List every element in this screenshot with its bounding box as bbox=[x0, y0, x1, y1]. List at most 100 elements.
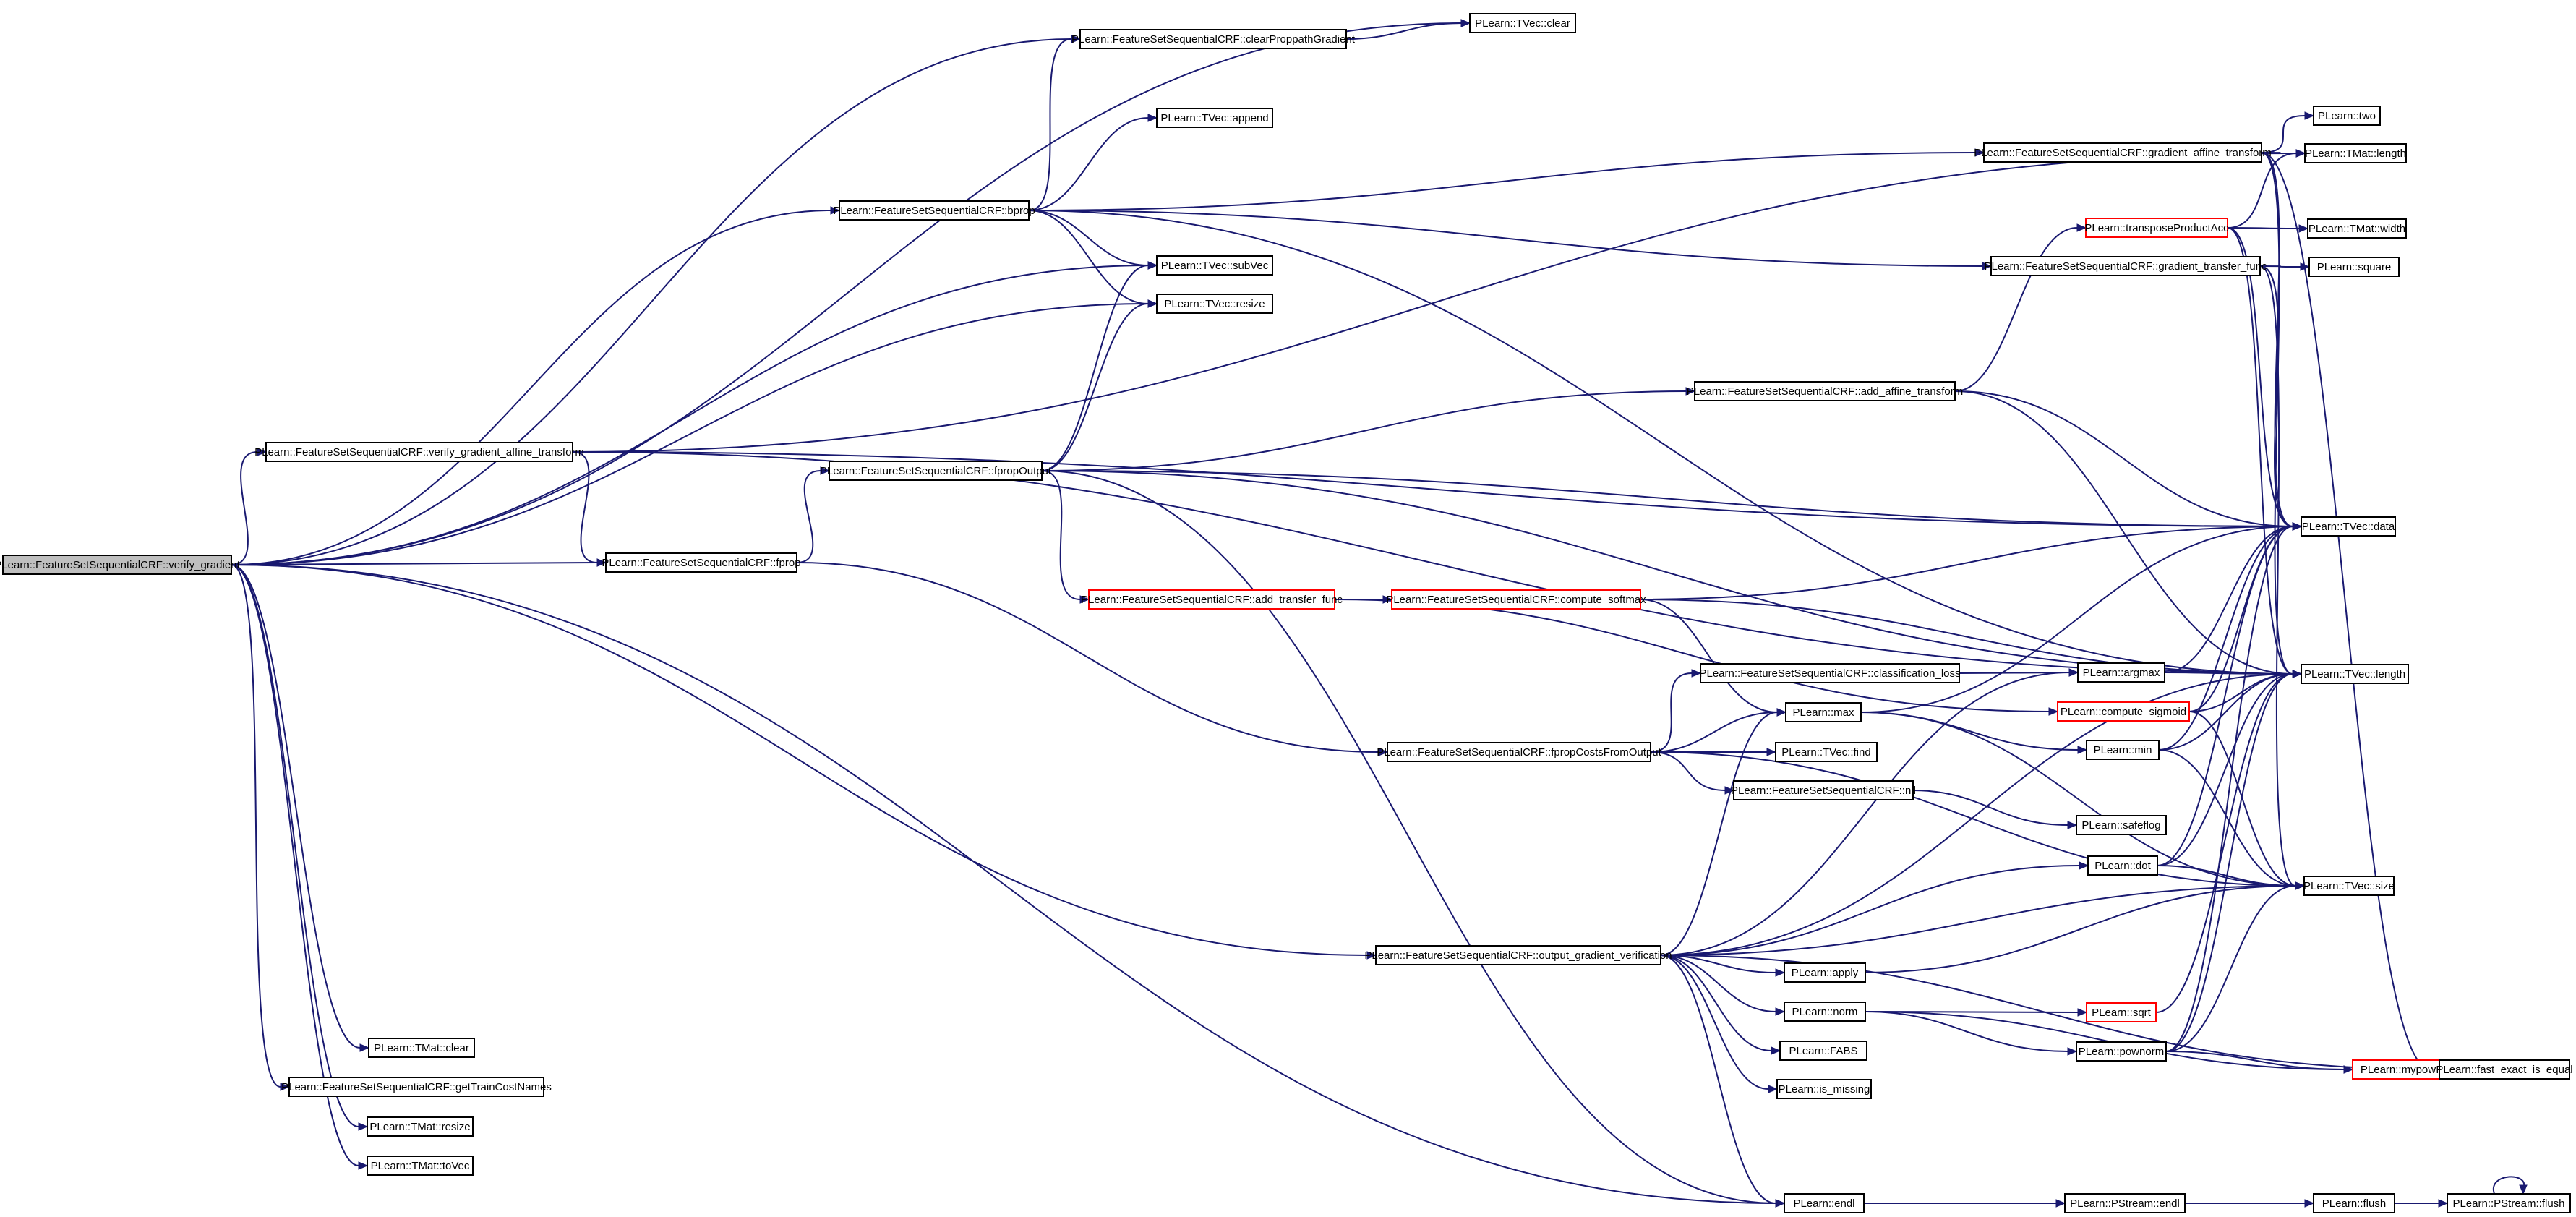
function-node-box[interactable] bbox=[265, 442, 573, 462]
function-node-safeflog[interactable]: PLearn::safeflog bbox=[2076, 815, 2167, 835]
function-node-dot[interactable]: PLearn::dot bbox=[2087, 855, 2158, 876]
function-node-box[interactable] bbox=[1156, 294, 1273, 314]
function-node-box[interactable] bbox=[1784, 962, 1866, 983]
function-node-box[interactable] bbox=[1784, 1002, 1866, 1022]
function-node-tvec_length[interactable]: PLearn::TVec::length bbox=[2301, 664, 2409, 684]
function-node-box[interactable] bbox=[1694, 381, 1956, 401]
function-node-box[interactable] bbox=[1733, 780, 1914, 800]
function-node-box[interactable] bbox=[2057, 701, 2190, 722]
function-node-tvec_append[interactable]: PLearn::TVec::append bbox=[1156, 108, 1273, 128]
function-node-tmat_length[interactable]: PLearn::TMat::length bbox=[2304, 143, 2407, 163]
function-node-box[interactable] bbox=[368, 1038, 475, 1058]
function-node-fast_exact_is_equal[interactable]: PLearn::fast_exact_is_equal bbox=[2436, 1059, 2573, 1080]
function-node-grad_affine[interactable]: PLearn::FeatureSetSequentialCRF::gradien… bbox=[1974, 142, 2272, 163]
function-node-flush[interactable]: PLearn::flush bbox=[2313, 1193, 2395, 1213]
function-node-box[interactable] bbox=[2087, 855, 2158, 876]
function-node-tvec_data[interactable]: PLearn::TVec::data bbox=[2301, 516, 2396, 537]
function-node-box[interactable] bbox=[2076, 815, 2167, 835]
function-node-box[interactable] bbox=[2308, 257, 2400, 277]
function-node-norm[interactable]: PLearn::norm bbox=[1784, 1002, 1866, 1022]
function-node-classification_loss[interactable]: PLearn::FeatureSetSequentialCRF::classif… bbox=[1699, 663, 1961, 683]
function-node-pownorm[interactable]: PLearn::pownorm bbox=[2076, 1041, 2167, 1062]
function-node-tvec_find[interactable]: PLearn::TVec::find bbox=[1775, 742, 1878, 762]
function-node-box[interactable] bbox=[2304, 143, 2407, 163]
function-node-max[interactable]: PLearn::max bbox=[1785, 702, 1862, 722]
function-node-box[interactable] bbox=[1784, 1193, 1865, 1213]
function-node-tvec_resize[interactable]: PLearn::TVec::resize bbox=[1156, 294, 1273, 314]
function-node-two[interactable]: PLearn::two bbox=[2313, 106, 2381, 126]
function-node-output_grad_ver[interactable]: PLearn::FeatureSetSequentialCRF::output_… bbox=[1364, 945, 1672, 965]
function-node-box[interactable] bbox=[2447, 1193, 2571, 1213]
function-node-box[interactable] bbox=[367, 1116, 474, 1137]
function-node-min[interactable]: PLearn::min bbox=[2086, 740, 2160, 760]
function-node-box[interactable] bbox=[839, 200, 1030, 221]
function-node-pstream_endl[interactable]: PLearn::PStream::endl bbox=[2064, 1193, 2186, 1213]
function-node-argmax[interactable]: PLearn::argmax bbox=[2077, 662, 2165, 683]
function-node-box[interactable] bbox=[1700, 663, 1960, 683]
function-node-box[interactable] bbox=[2085, 218, 2228, 238]
function-node-box[interactable] bbox=[1079, 29, 1347, 49]
function-node-add_transfer[interactable]: PLearn::FeatureSetSequentialCRF::add_tra… bbox=[1081, 589, 1343, 610]
function-node-verify_gradient[interactable]: PLearn::FeatureSetSequentialCRF::verify_… bbox=[0, 555, 241, 575]
function-node-box[interactable] bbox=[2, 555, 232, 575]
function-node-compute_sigmoid[interactable]: PLearn::compute_sigmoid bbox=[2057, 701, 2190, 722]
function-node-box[interactable] bbox=[1391, 589, 1641, 610]
function-node-tvec_size[interactable]: PLearn::TVec::size bbox=[2303, 876, 2395, 896]
function-node-transposeProductAcc[interactable]: PLearn::transposeProductAcc bbox=[2084, 218, 2229, 238]
function-node-fabs[interactable]: PLearn::FABS bbox=[1779, 1041, 1867, 1061]
function-node-box[interactable] bbox=[288, 1077, 544, 1097]
function-node-box[interactable] bbox=[1983, 142, 2262, 163]
function-node-box[interactable] bbox=[1990, 256, 2261, 276]
function-node-tmat_clear[interactable]: PLearn::TMat::clear bbox=[368, 1038, 475, 1058]
function-node-tmat_tovec[interactable]: PLearn::TMat::toVec bbox=[367, 1156, 474, 1176]
function-node-bprop[interactable]: PLearn::FeatureSetSequentialCRF::bprop bbox=[833, 200, 1035, 221]
function-node-is_missing[interactable]: PLearn::is_missing bbox=[1776, 1079, 1872, 1099]
function-node-box[interactable] bbox=[1469, 13, 1576, 33]
function-node-box[interactable] bbox=[2086, 740, 2160, 760]
function-node-endl[interactable]: PLearn::endl bbox=[1784, 1193, 1865, 1213]
function-node-box[interactable] bbox=[1156, 108, 1273, 128]
function-node-apply[interactable]: PLearn::apply bbox=[1784, 962, 1866, 983]
function-node-box[interactable] bbox=[1776, 1079, 1872, 1099]
function-node-fpropOutput[interactable]: PLearn::FeatureSetSequentialCRF::fpropOu… bbox=[820, 461, 1052, 481]
function-node-box[interactable] bbox=[2077, 662, 2165, 683]
function-node-box[interactable] bbox=[1779, 1041, 1867, 1061]
function-node-getTrainCostNames[interactable]: PLearn::FeatureSetSequentialCRF::getTrai… bbox=[281, 1077, 552, 1097]
function-node-box[interactable] bbox=[2439, 1059, 2570, 1080]
function-node-box[interactable] bbox=[2313, 1193, 2395, 1213]
function-node-compute_softmax[interactable]: PLearn::FeatureSetSequentialCRF::compute… bbox=[1386, 589, 1646, 610]
function-node-fprop[interactable]: PLearn::FeatureSetSequentialCRF::fprop bbox=[602, 552, 801, 573]
function-node-box[interactable] bbox=[367, 1156, 474, 1176]
function-node-box[interactable] bbox=[2301, 516, 2396, 537]
function-node-square[interactable]: PLearn::square bbox=[2308, 257, 2400, 277]
function-node-grad_transfer[interactable]: PLearn::FeatureSetSequentialCRF::gradien… bbox=[1984, 256, 2267, 276]
function-node-box[interactable] bbox=[2076, 1041, 2167, 1062]
function-node-box[interactable] bbox=[2064, 1193, 2186, 1213]
function-node-tvec_subvec[interactable]: PLearn::TVec::subVec bbox=[1156, 255, 1273, 276]
function-node-box[interactable] bbox=[1156, 255, 1273, 276]
function-node-verify_gaf[interactable]: PLearn::FeatureSetSequentialCRF::verify_… bbox=[254, 442, 584, 462]
function-node-box[interactable] bbox=[1375, 945, 1661, 965]
function-node-sqrt[interactable]: PLearn::sqrt bbox=[2086, 1002, 2157, 1022]
function-node-box[interactable] bbox=[1387, 742, 1651, 762]
function-node-nll[interactable]: PLearn::FeatureSetSequentialCRF::nll bbox=[1731, 780, 1916, 800]
function-node-mypow[interactable]: PLearn::mypow bbox=[2352, 1059, 2444, 1080]
function-node-box[interactable] bbox=[1088, 589, 1335, 610]
function-node-box[interactable] bbox=[2303, 876, 2395, 896]
function-node-box[interactable] bbox=[1785, 702, 1862, 722]
function-node-box[interactable] bbox=[829, 461, 1043, 481]
function-node-fpropCosts[interactable]: PLearn::FeatureSetSequentialCRF::fpropCo… bbox=[1377, 742, 1662, 762]
function-node-box[interactable] bbox=[605, 552, 797, 573]
function-node-add_affine[interactable]: PLearn::FeatureSetSequentialCRF::add_aff… bbox=[1687, 381, 1963, 401]
function-node-box[interactable] bbox=[2301, 664, 2409, 684]
function-node-pstream_flush[interactable]: PLearn::PStream::flush bbox=[2447, 1193, 2571, 1213]
function-node-box[interactable] bbox=[2086, 1002, 2157, 1022]
function-node-tmat_width[interactable]: PLearn::TMat::width bbox=[2307, 218, 2407, 239]
function-node-tmat_resize[interactable]: PLearn::TMat::resize bbox=[367, 1116, 474, 1137]
call-edge-dot-to-tvec_data bbox=[2157, 522, 2303, 866]
function-node-clearProppath[interactable]: PLearn::FeatureSetSequentialCRF::clearPr… bbox=[1071, 29, 1356, 49]
function-node-box[interactable] bbox=[2307, 218, 2407, 239]
function-node-box[interactable] bbox=[1775, 742, 1878, 762]
function-node-tvec_clear[interactable]: PLearn::TVec::clear bbox=[1469, 13, 1576, 33]
function-node-box[interactable] bbox=[2313, 106, 2381, 126]
